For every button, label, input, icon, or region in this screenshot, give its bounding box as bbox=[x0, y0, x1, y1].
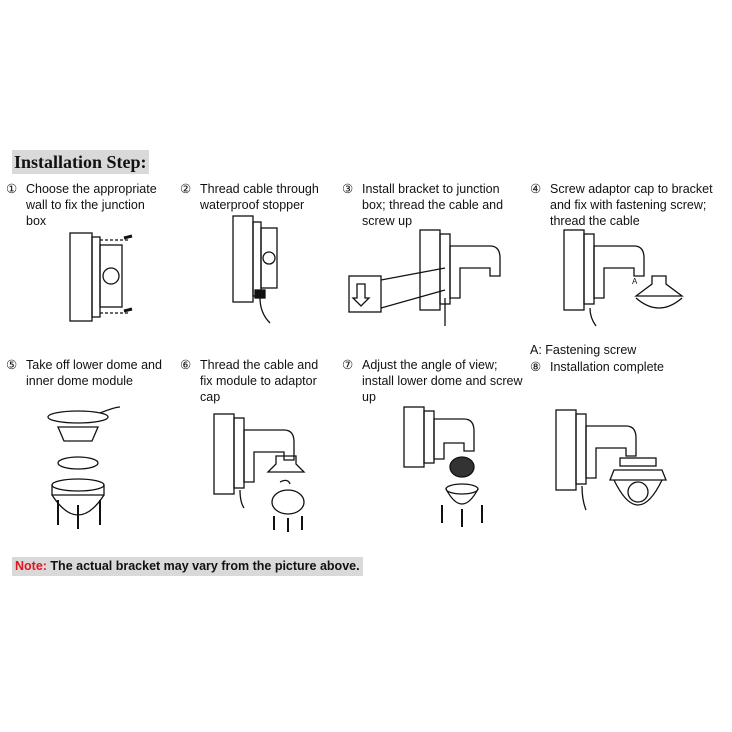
step-5: ⑤ Take off lower dome and inner dome modu… bbox=[6, 357, 162, 389]
fastening-screw-label: A: Fastening screw bbox=[530, 343, 637, 357]
step-1: ① Choose the appropriate wall to fix the … bbox=[6, 181, 157, 229]
step-number: ① bbox=[6, 182, 18, 196]
step-text: Installation complete bbox=[550, 360, 664, 374]
step-text: Thread the cable and fix module to adapt… bbox=[200, 358, 319, 404]
step-number: ⑦ bbox=[342, 358, 354, 372]
note-text: The actual bracket may vary from the pic… bbox=[46, 559, 360, 573]
step-6: ⑥ Thread the cable and fix module to adap… bbox=[180, 357, 318, 405]
step-4: ④ Screw adaptor cap to bracket and fix wi… bbox=[530, 181, 713, 229]
step-text: Choose the appropriate wall to fix the j… bbox=[26, 182, 157, 228]
step-text: Adjust the angle of view; install lower … bbox=[362, 358, 523, 404]
step-number: ⑤ bbox=[6, 358, 18, 372]
step-7: ⑦ Adjust the angle of view; install lower… bbox=[342, 357, 523, 405]
note-label: Note: bbox=[15, 559, 47, 573]
step-number: ⑥ bbox=[180, 358, 192, 372]
step-text: Install bracket to junction box; thread … bbox=[362, 182, 504, 228]
step-text: Thread cable through waterproof stopper bbox=[200, 182, 319, 212]
step-number: ③ bbox=[342, 182, 354, 196]
installation-complete-illustration bbox=[555, 409, 667, 511]
bracket-install-illustration bbox=[348, 229, 501, 326]
waterproof-stopper-illustration bbox=[232, 215, 278, 324]
adaptor-cap-illustration: A bbox=[563, 229, 684, 327]
callout-a-label: A bbox=[632, 277, 638, 286]
step-number: ④ bbox=[530, 182, 542, 196]
step-8: ⑧ Installation complete bbox=[530, 359, 664, 375]
step-text: Screw adaptor cap to bracket and fix wit… bbox=[550, 182, 713, 228]
step-text: Take off lower dome and inner dome modul… bbox=[26, 358, 162, 388]
step-number: ② bbox=[180, 182, 192, 196]
step-number: ⑧ bbox=[530, 360, 542, 374]
step-3: ③ Install bracket to junction box; thread… bbox=[342, 181, 503, 229]
note-banner: Note: The actual bracket may vary from t… bbox=[12, 557, 363, 576]
adjust-angle-illustration bbox=[403, 406, 483, 527]
module-to-cap-illustration bbox=[213, 413, 306, 532]
step-2: ② Thread cable through waterproof stopper bbox=[180, 181, 319, 213]
dome-disassembly-illustration bbox=[47, 406, 120, 529]
page-title: Installation Step: bbox=[12, 150, 149, 174]
junction-box-wall-illustration bbox=[69, 232, 133, 322]
